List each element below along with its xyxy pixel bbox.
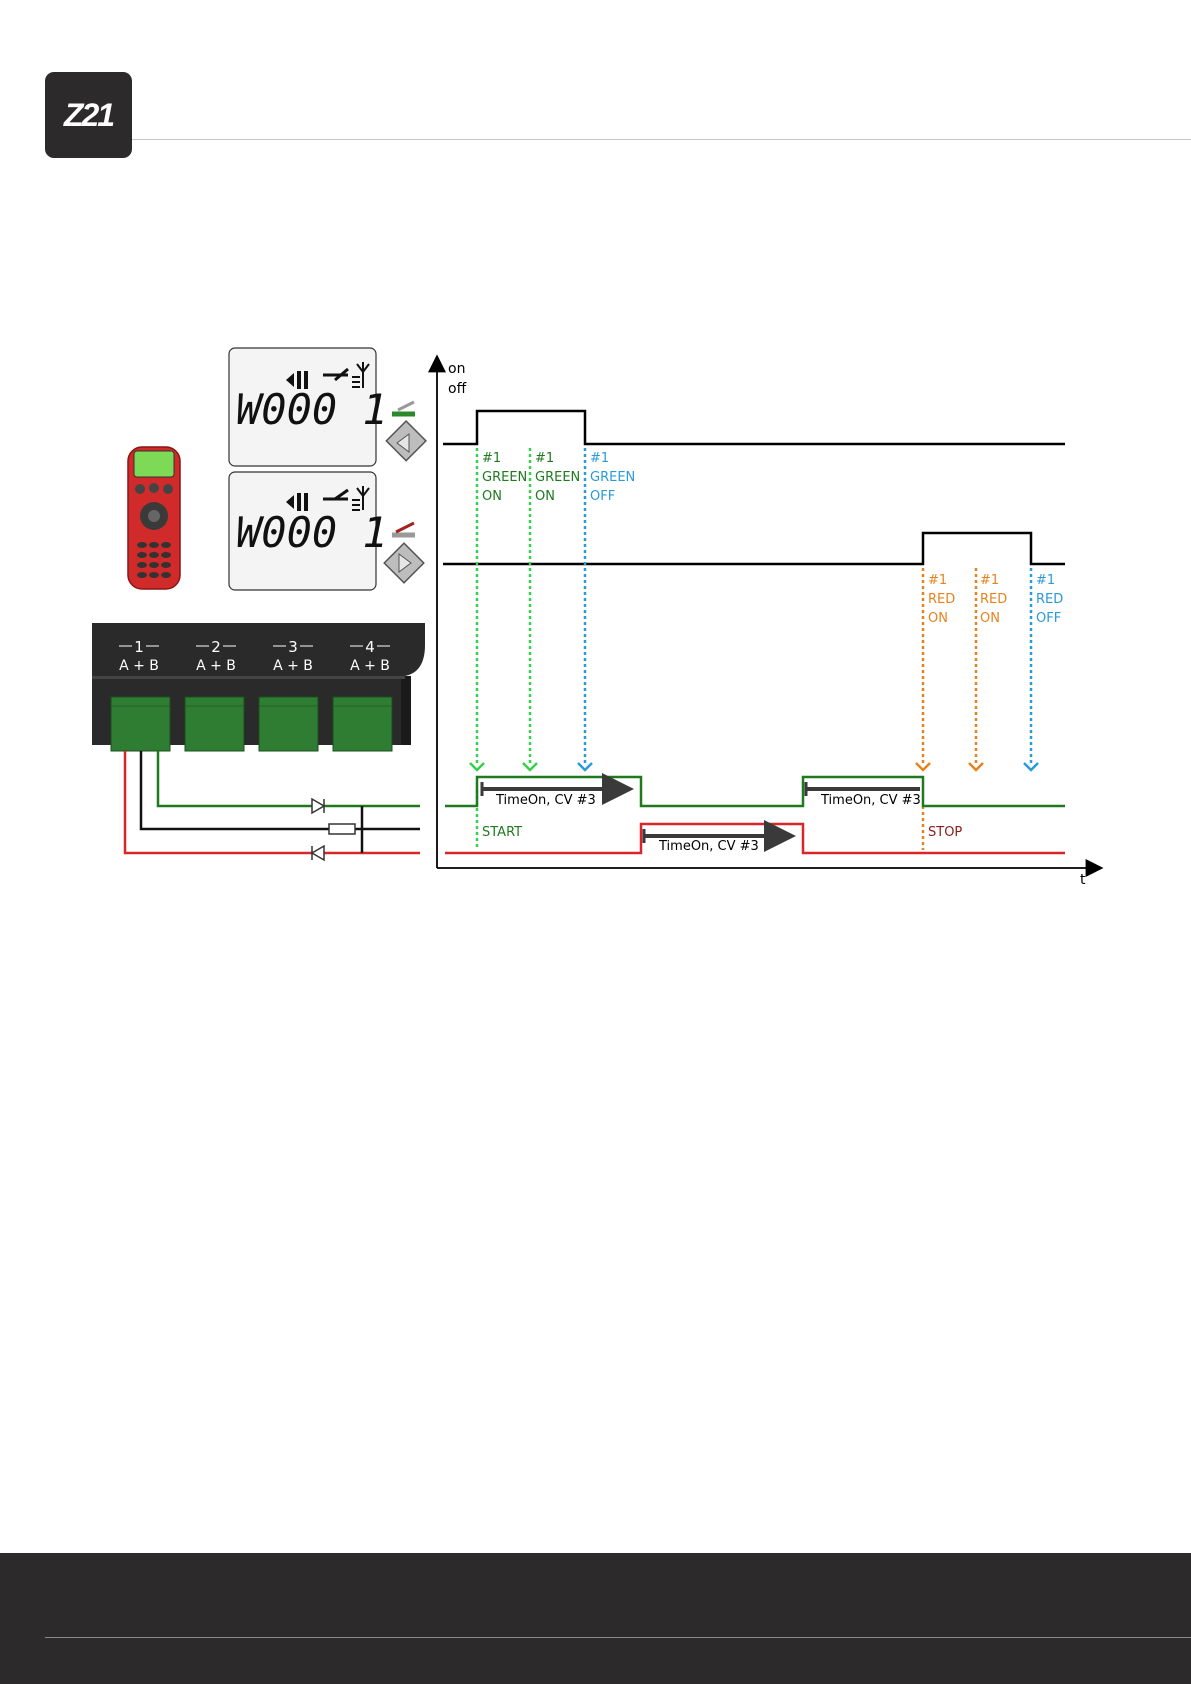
x-axis-label: t — [1080, 872, 1086, 888]
event-label: RED — [980, 592, 1007, 607]
terminal-number-3: 3 — [288, 638, 298, 656]
terminal-label-2: A + B — [196, 658, 236, 674]
direction-right-key-icon — [384, 543, 424, 583]
event-label: RED — [928, 592, 955, 607]
event-label: GREEN — [482, 470, 527, 485]
turnout-red-icon — [392, 523, 415, 535]
green-event-2: #1 GREEN ON — [535, 451, 580, 504]
terminal-block: 1 A + B 2 A + B 3 A + B 4 A + B — [92, 623, 425, 751]
stop-label: STOP — [928, 825, 962, 840]
start-label: START — [482, 825, 522, 840]
event-label: #1 — [535, 451, 554, 466]
event-arrowheads — [470, 763, 1038, 770]
terminal-number-2: 2 — [211, 638, 221, 656]
page-footer — [0, 1553, 1191, 1684]
event-label: GREEN — [590, 470, 635, 485]
red-event-3: #1 RED OFF — [1036, 573, 1063, 626]
event-label: ON — [535, 489, 555, 504]
red-event-1: #1 RED ON — [928, 573, 955, 626]
terminal-label-1: A + B — [119, 658, 159, 674]
timeon-arrow-2: TimeOn, CV #3 — [644, 829, 792, 854]
event-label: #1 — [980, 573, 999, 588]
lcd-display-green: W000 1 — [229, 348, 388, 466]
event-label: #1 — [1036, 573, 1055, 588]
axes: on off t — [437, 358, 1100, 888]
timeon-label-1: TimeOn, CV #3 — [495, 793, 596, 808]
event-label: GREEN — [535, 470, 580, 485]
green-event-1: #1 GREEN ON — [482, 451, 527, 504]
wiring — [125, 751, 420, 853]
terminal-number-4: 4 — [365, 638, 375, 656]
led-diode-red-icon — [312, 846, 324, 860]
lcd-text-1: W000 1 — [236, 385, 388, 434]
event-label: OFF — [590, 489, 615, 504]
event-label: ON — [980, 611, 1000, 626]
red-key-signal — [443, 533, 1065, 564]
y-axis-label-off: off — [448, 381, 467, 397]
event-label: ON — [482, 489, 502, 504]
footer-divider — [45, 1637, 1191, 1638]
green-event-3: #1 GREEN OFF — [590, 451, 635, 504]
terminal-label-3: A + B — [273, 658, 313, 674]
timeon-label-2: TimeOn, CV #3 — [658, 839, 759, 854]
led-diode-green-icon — [312, 799, 324, 813]
event-label: OFF — [1036, 611, 1061, 626]
lcd-display-red: W000 1 — [229, 472, 388, 590]
event-label: #1 — [590, 451, 609, 466]
timeon-label-3: TimeOn, CV #3 — [820, 793, 921, 808]
turnout-green-icon — [392, 402, 415, 414]
handheld-controller — [128, 447, 180, 589]
lcd-text-2: W000 1 — [236, 508, 388, 557]
resistor-icon — [329, 824, 355, 834]
event-label: #1 — [928, 573, 947, 588]
event-label: #1 — [482, 451, 501, 466]
red-event-2: #1 RED ON — [980, 573, 1007, 626]
green-key-signal — [443, 411, 1065, 444]
terminal-number-1: 1 — [134, 638, 144, 656]
event-label: RED — [1036, 592, 1063, 607]
timeon-arrow-1: TimeOn, CV #3 — [482, 782, 630, 808]
direction-left-key-icon — [386, 421, 426, 461]
timeon-arrow-3: TimeOn, CV #3 — [806, 782, 921, 808]
terminal-label-4: A + B — [350, 658, 390, 674]
y-axis-label-on: on — [448, 361, 465, 377]
event-label: ON — [928, 611, 948, 626]
